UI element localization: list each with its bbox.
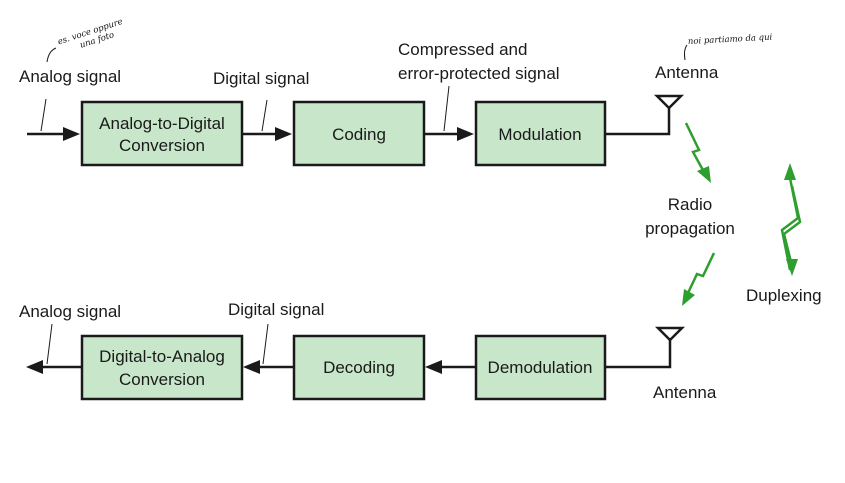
- adc-coding-arrowhead: [275, 127, 292, 141]
- rx-digital-label-leader: [262, 323, 269, 365]
- decoding-dac-arrowhead: [243, 360, 260, 374]
- dac-block: [80, 334, 244, 401]
- duplex-bolt-up-head: [784, 163, 796, 180]
- coding-label: Coding: [332, 125, 386, 144]
- compressed-label-line2: error-protected signal: [398, 64, 560, 83]
- input-analog-label: Analog signal: [19, 67, 121, 86]
- input-label-leader: [40, 98, 47, 132]
- modulation-block: [474, 100, 607, 167]
- dac-label-line2: Conversion: [119, 370, 205, 389]
- input-arrowhead: [63, 127, 80, 141]
- tx-antenna-label: Antenna: [655, 63, 719, 82]
- note-left-hook: [46, 47, 57, 63]
- rx-antenna-label: Antenna: [653, 383, 717, 402]
- modulation-label: Modulation: [498, 125, 581, 144]
- transmit-chain: Analog signal Analog-to-Digital Conversi…: [19, 40, 719, 167]
- radio-channel: Radio propagation Duplexing: [645, 122, 822, 306]
- downlink-bolt-bottom: [686, 252, 716, 294]
- compressed-label-leader: [443, 85, 450, 132]
- receive-chain: Antenna Demodulation Decoding Digital si…: [19, 300, 717, 402]
- demodulation-label: Demodulation: [488, 358, 593, 377]
- duplexing-label: Duplexing: [746, 286, 822, 305]
- radio-label-line1: Radio: [668, 195, 712, 214]
- rx-antenna-icon: [654, 326, 686, 342]
- decoding-block: [292, 334, 426, 401]
- tx-antenna-icon: [653, 94, 685, 110]
- antenna-demodulation-wire: [605, 338, 672, 369]
- duplex-bolt-down-head: [786, 259, 798, 276]
- compressed-label-line1: Compressed and: [398, 40, 527, 59]
- adc-label-line2: Conversion: [119, 136, 205, 155]
- digital-label-leader: [261, 99, 268, 132]
- dac-label-line1: Digital-to-Analog: [99, 347, 225, 366]
- modulation-antenna-wire: [605, 106, 671, 136]
- demod-decoding-arrowhead: [425, 360, 442, 374]
- adc-label-line1: Analog-to-Digital: [99, 114, 225, 133]
- decoding-label: Decoding: [323, 358, 395, 377]
- radio-label-line2: propagation: [645, 219, 735, 238]
- downlink-bolt-top-head: [697, 166, 711, 183]
- output-analog-label: Analog signal: [19, 302, 121, 321]
- coding-modulation-arrowhead: [457, 127, 474, 141]
- digital-signal-label-bottom: Digital signal: [228, 300, 324, 319]
- demodulation-block: [474, 334, 607, 401]
- digital-signal-label-top: Digital signal: [213, 69, 309, 88]
- duplex-bolt-down: [782, 185, 802, 263]
- note-right: noi partiamo da qui: [688, 33, 773, 47]
- adc-block: [80, 100, 244, 167]
- output-label-leader: [46, 323, 53, 365]
- downlink-bolt-bottom-head: [682, 289, 695, 306]
- output-arrowhead: [26, 360, 43, 374]
- note-right-hook: [683, 44, 688, 61]
- downlink-bolt-top: [684, 122, 706, 173]
